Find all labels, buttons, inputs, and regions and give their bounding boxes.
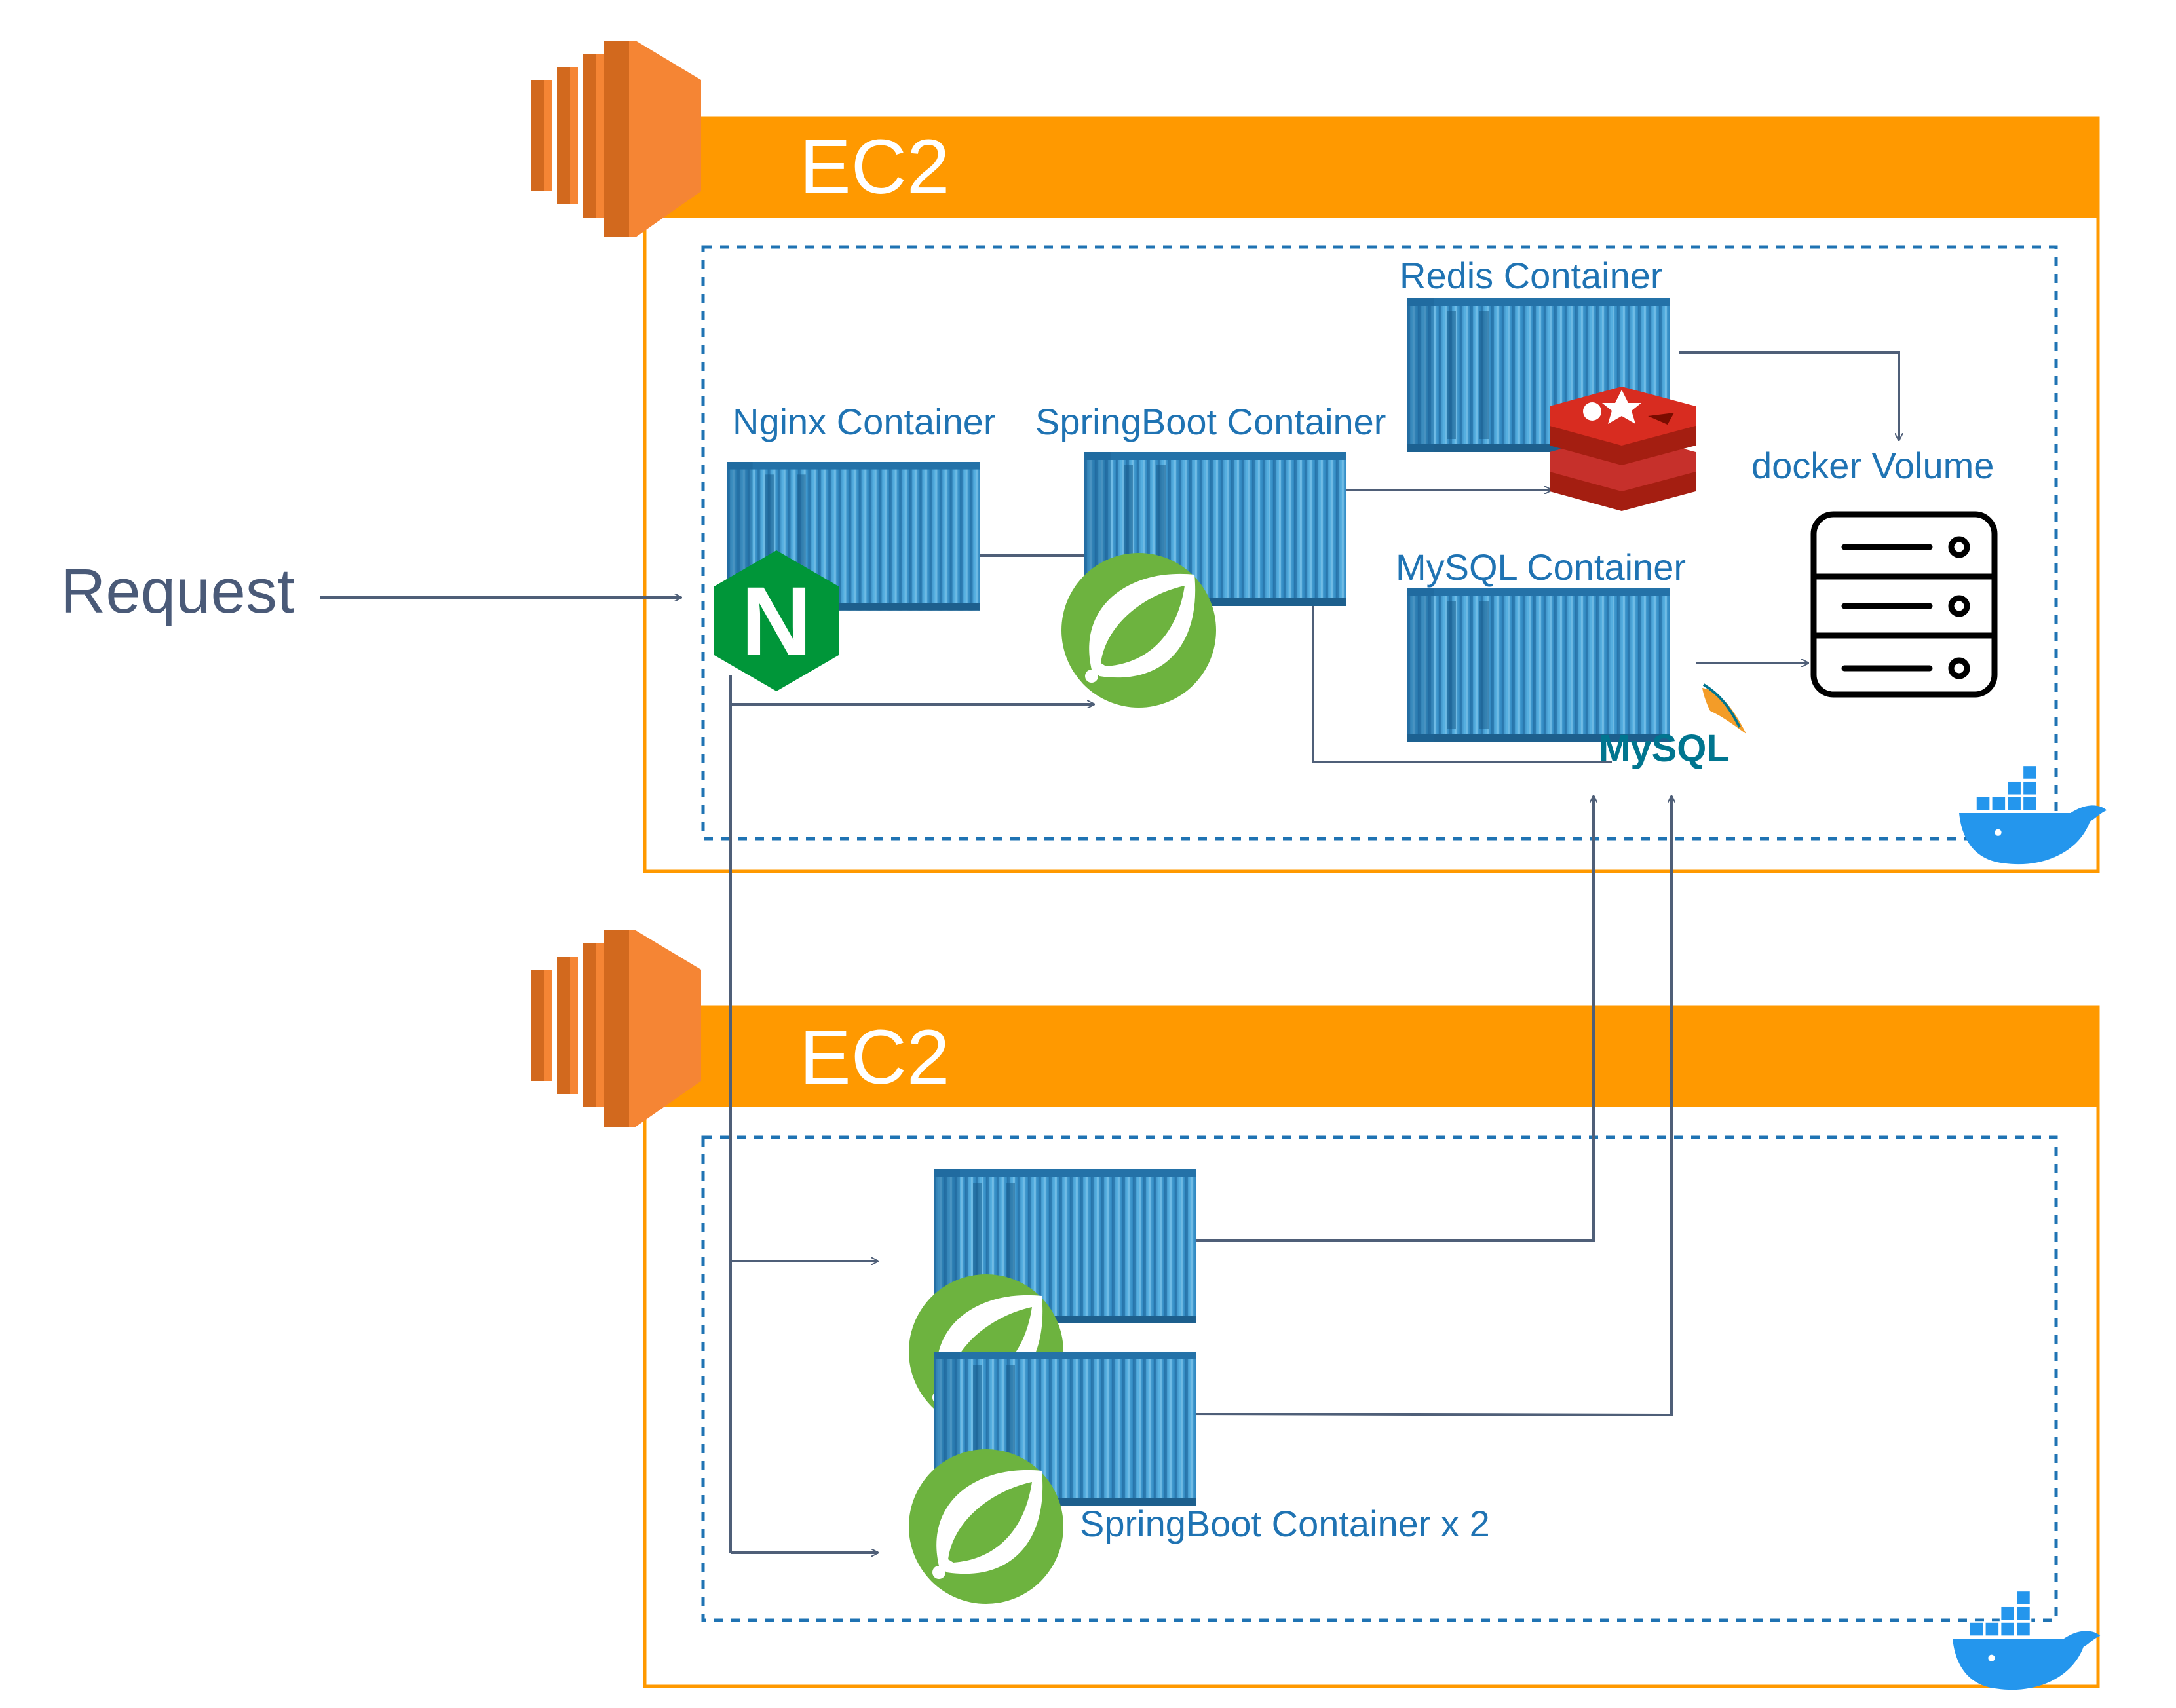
- springboot-x2-label: SpringBoot Container x 2: [1080, 1503, 1490, 1544]
- docker-whale-icon-bottom: [1951, 1589, 2101, 1691]
- nginx-container-label: Nginx Container: [733, 401, 996, 442]
- ec2-top-icon: [531, 41, 701, 237]
- ec2-top-panel: EC2: [643, 116, 2100, 873]
- spring-logo-icon: [1061, 553, 1216, 708]
- request-label: Request: [60, 556, 295, 626]
- ec2-bottom-panel: EC2: [643, 1005, 2100, 1688]
- spring-logo-icon-2: [909, 1449, 1063, 1604]
- mysql-logo-icon: MySQL: [1599, 683, 1746, 770]
- nginx-logo-icon: N: [714, 550, 839, 691]
- docker-whale-icon-top: [1958, 764, 2108, 865]
- mysql-container-label: MySQL Container: [1396, 546, 1686, 588]
- ec2-bottom-title: EC2: [799, 1014, 950, 1101]
- database-icon: [1810, 511, 1998, 698]
- connectors: [320, 351, 1899, 1553]
- docker-volume-label: docker Volume: [1751, 445, 1994, 486]
- ec2-top-title: EC2: [799, 124, 950, 210]
- mysql-logo-text: MySQL: [1599, 727, 1730, 770]
- springboot-container-label: SpringBoot Container: [1035, 401, 1386, 442]
- ec2-bottom-icon: [531, 930, 701, 1127]
- nginx-logo-letter: N: [741, 566, 812, 676]
- mysql-container-icon: [1407, 588, 1670, 742]
- redis-container-label: Redis Container: [1400, 255, 1663, 296]
- redis-logo-icon: [1550, 387, 1696, 511]
